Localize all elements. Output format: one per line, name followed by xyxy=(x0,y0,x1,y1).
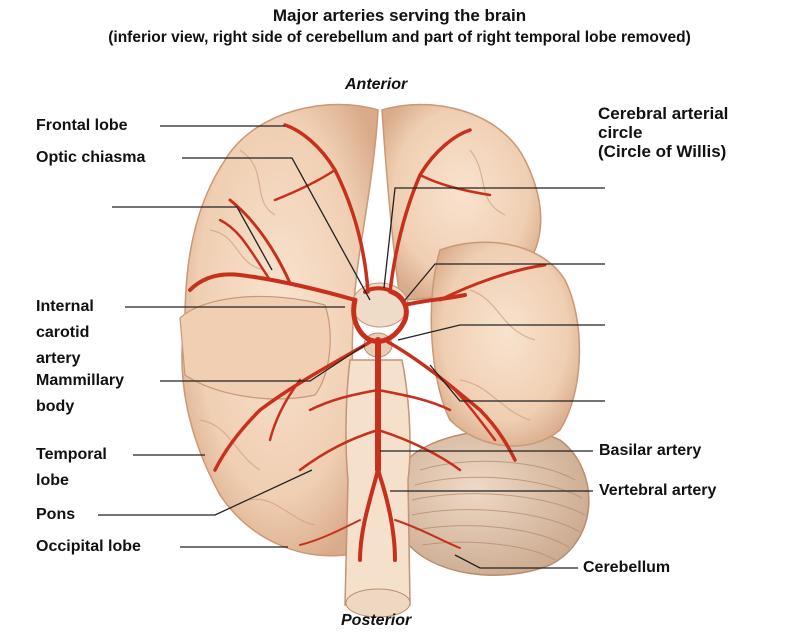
cerebellum-shape xyxy=(400,430,589,575)
label-circle-line-2: circle xyxy=(598,123,728,142)
label-internal-carotid-1: Internal xyxy=(36,294,94,320)
label-temporal-2: lobe xyxy=(36,468,69,494)
label-vertebral-artery: Vertebral artery xyxy=(599,478,716,504)
label-optic-chiasma: Optic chiasma xyxy=(36,145,145,171)
label-basilar-artery: Basilar artery xyxy=(599,438,701,464)
label-internal-carotid-2: carotid xyxy=(36,320,89,346)
diagram-title: Major arteries serving the brain xyxy=(0,6,799,26)
label-frontal-lobe: Frontal lobe xyxy=(36,113,128,139)
label-circle-line-3: (Circle of Willis) xyxy=(598,142,728,161)
diagram-subtitle: (inferior view, right side of cerebellum… xyxy=(0,29,799,47)
label-pons: Pons xyxy=(36,502,75,528)
label-temporal-1: Temporal xyxy=(36,442,107,468)
orientation-posterior: Posterior xyxy=(341,612,411,630)
orientation-anterior: Anterior xyxy=(345,76,407,94)
label-circle-of-willis: Cerebral arterial circle (Circle of Will… xyxy=(598,104,728,161)
label-cerebellum: Cerebellum xyxy=(583,555,670,581)
label-circle-line-1: Cerebral arterial xyxy=(598,104,728,123)
label-mammillary-1: Mammillary xyxy=(36,368,124,394)
label-mammillary-2: body xyxy=(36,394,74,420)
temporal-cut-surface xyxy=(180,296,330,398)
label-occipital-lobe: Occipital lobe xyxy=(36,534,141,560)
